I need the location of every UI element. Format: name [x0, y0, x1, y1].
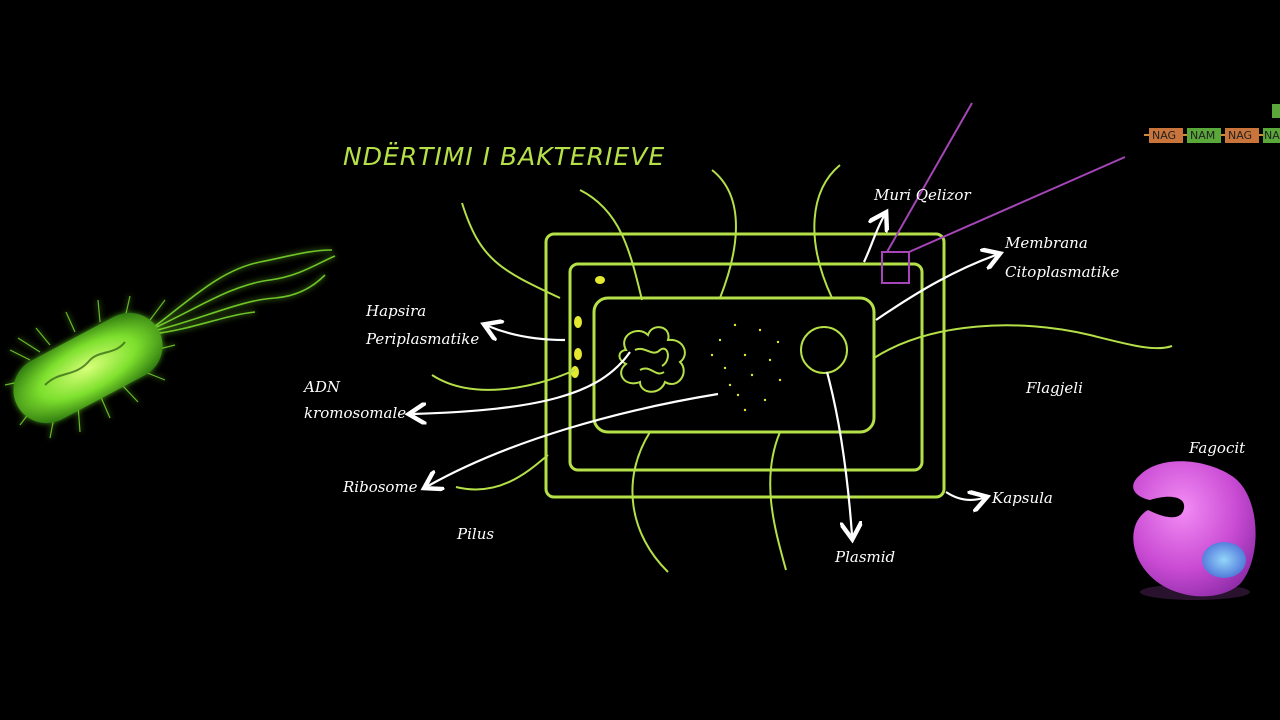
label-adn: ADN — [302, 378, 341, 396]
label-ribosome: Ribosome — [342, 478, 418, 496]
arrow-plasmid — [825, 371, 852, 535]
phagocyte-illustration — [1133, 461, 1256, 600]
nag-label-3: NA — [1264, 129, 1280, 142]
periplasm-granules — [571, 276, 605, 378]
arrow-muri-qelizor — [863, 216, 884, 263]
arrow-hapsira — [488, 326, 566, 340]
crosslink-marker — [1272, 104, 1280, 118]
cell-wall-zoom-box — [881, 251, 910, 284]
capsule-outline — [544, 232, 946, 499]
cell-diagram — [544, 232, 946, 499]
ribosome-dots — [710, 323, 782, 412]
cell-wall-zoom — [881, 102, 1126, 284]
nag-unit-1 — [1149, 128, 1183, 143]
label-citoplasmatike: Citoplasmatike — [1005, 263, 1119, 281]
diagram-labels: Muri Qelizor Membrana Citoplasmatike Hap… — [302, 186, 1246, 566]
flagella-lines — [431, 164, 1173, 573]
phagocyte-body — [1133, 461, 1256, 597]
arrow-membrana — [875, 255, 996, 321]
label-flagjeli: Flagjeli — [1025, 379, 1083, 397]
nag-unit-2 — [1225, 128, 1259, 143]
nag-label-1: NAG — [1152, 129, 1176, 142]
arrow-ribosome — [428, 392, 719, 486]
diagram-title: NDËRTIMI I BAKTERIEVE — [343, 142, 665, 171]
plasmid-shape — [800, 326, 848, 374]
nag-label-2: NAG — [1228, 129, 1252, 142]
nam-unit-1 — [1187, 128, 1221, 143]
label-arrows — [413, 216, 996, 535]
label-plasmid: Plasmid — [834, 548, 895, 566]
bacterium-body — [13, 312, 163, 424]
label-kromosomale: kromosomale — [304, 404, 406, 422]
label-pilus: Pilus — [456, 525, 494, 543]
label-membrana: Membrana — [1004, 234, 1088, 252]
label-hapsira: Hapsira — [365, 302, 426, 320]
arrow-kapsula — [945, 492, 983, 500]
peptidoglycan-strip: NAG NAM NAG NA — [1144, 104, 1280, 143]
phagocyte-nucleus — [1202, 542, 1246, 578]
nam-label-1: NAM — [1190, 129, 1215, 142]
cell-wall-outline — [568, 262, 924, 472]
bacterium-illustration — [4, 249, 336, 439]
nag-unit-3 — [1263, 128, 1280, 143]
label-kapsula: Kapsula — [991, 489, 1053, 507]
arrow-adn — [413, 351, 631, 414]
cytoplasmic-membrane-outline — [592, 296, 876, 434]
label-muri-qelizor: Muri Qelizor — [873, 186, 971, 204]
bacterium-dna — [44, 341, 126, 386]
label-periplasmatike: Periplasmatike — [365, 330, 479, 348]
nucleoid-shape — [618, 326, 686, 393]
bacterium-flagella — [149, 249, 336, 335]
label-fagocit: Fagocit — [1188, 439, 1246, 457]
